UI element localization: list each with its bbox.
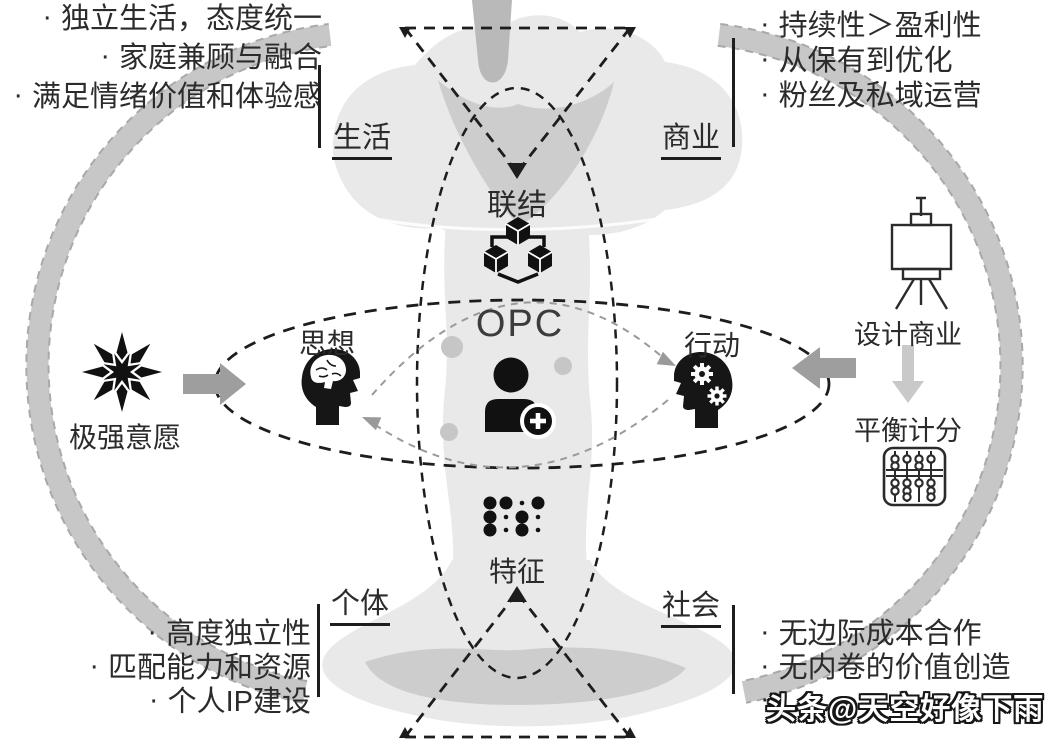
- list-item: ·匹配能力和资源: [89, 650, 311, 684]
- right-arrow-icon: [183, 363, 246, 405]
- connect-node-label: 联结: [487, 189, 547, 222]
- horizontal-dashed-ellipse: [213, 298, 831, 470]
- tree-silhouette-shape: [322, 0, 743, 727]
- list-item: ·: [760, 683, 770, 715]
- business-bullet-list: ·持续性＞盈利性 ·从保有到优化 ·粉丝及私域运营: [751, 8, 982, 114]
- bottom-funnel-arrowheads: [399, 586, 636, 738]
- society-divider-bar: [732, 605, 735, 694]
- top-funnel-dashes: [403, 26, 632, 167]
- easel-icon: [890, 196, 953, 310]
- quadrant-label-individual: 个体: [330, 580, 391, 626]
- outer-ring-right-arc: [717, 23, 1024, 704]
- list-item: ·无边际成本合作: [760, 616, 982, 650]
- quadrant-label-society: 社会: [661, 582, 722, 628]
- life-divider-bar: [318, 65, 321, 148]
- abacus-icon: [882, 446, 947, 507]
- watermark-text: 头条@天空好像下雨: [766, 693, 1045, 726]
- thought-node-label: 思想: [298, 328, 355, 359]
- list-item: ·个人IP建设: [148, 684, 311, 718]
- braille-dots-icon: [483, 496, 545, 537]
- individual-divider-bar: [317, 604, 320, 697]
- quadrant-label-business: 商业: [661, 114, 722, 160]
- society-bullet-list: ·无边际成本合作 ·无内卷的价值创造 ·: [751, 616, 1011, 719]
- list-item: ·粉丝及私域运营: [760, 78, 982, 112]
- list-item: ·满足情绪价值和体验感: [13, 79, 322, 113]
- action-node-label: 行动: [683, 330, 740, 361]
- starburst-icon: [82, 332, 162, 412]
- list-item: ·家庭兼顾与融合: [100, 40, 322, 74]
- quadrant-label-life: 生活: [332, 114, 393, 160]
- list-item: ·独立生活，态度统一: [42, 1, 322, 35]
- outer-ring-left-arc: [25, 23, 332, 704]
- bottom-funnel-dashes: [403, 598, 632, 739]
- business-divider-bar: [732, 38, 735, 147]
- strong-will-label: 极强意愿: [68, 422, 181, 453]
- cubes-network-icon: [483, 217, 553, 284]
- list-item: ·持续性＞盈利性: [760, 8, 982, 42]
- list-item: ·高度独立性: [147, 616, 311, 650]
- list-item: ·从保有到优化: [760, 43, 953, 77]
- add-person-icon: [485, 357, 556, 439]
- balanced-score-label: 平衡计分: [854, 416, 962, 446]
- gear-head-icon: [674, 351, 733, 428]
- life-bullet-list: ·独立生活，态度统一 ·家庭兼顾与融合 ·满足情绪价值和体验感: [0, 0, 322, 117]
- vertical-dashed-ellipse: [415, 86, 619, 680]
- top-funnel-arrowheads: [399, 27, 636, 179]
- design-business-label: 设计商业: [854, 320, 962, 350]
- individual-bullet-list: ·高度独立性 ·匹配能力和资源 ·个人IP建设: [0, 616, 311, 719]
- left-arrow-icon: [792, 347, 856, 389]
- traits-node-label: 特征: [488, 556, 545, 587]
- list-item: ·无内卷的价值创造: [760, 649, 1011, 684]
- thought-action-cycle-arcs: [362, 301, 676, 469]
- opc-core-label: OPC: [475, 303, 565, 345]
- brain-head-icon: [301, 348, 360, 425]
- down-arrow-icon: [892, 345, 924, 403]
